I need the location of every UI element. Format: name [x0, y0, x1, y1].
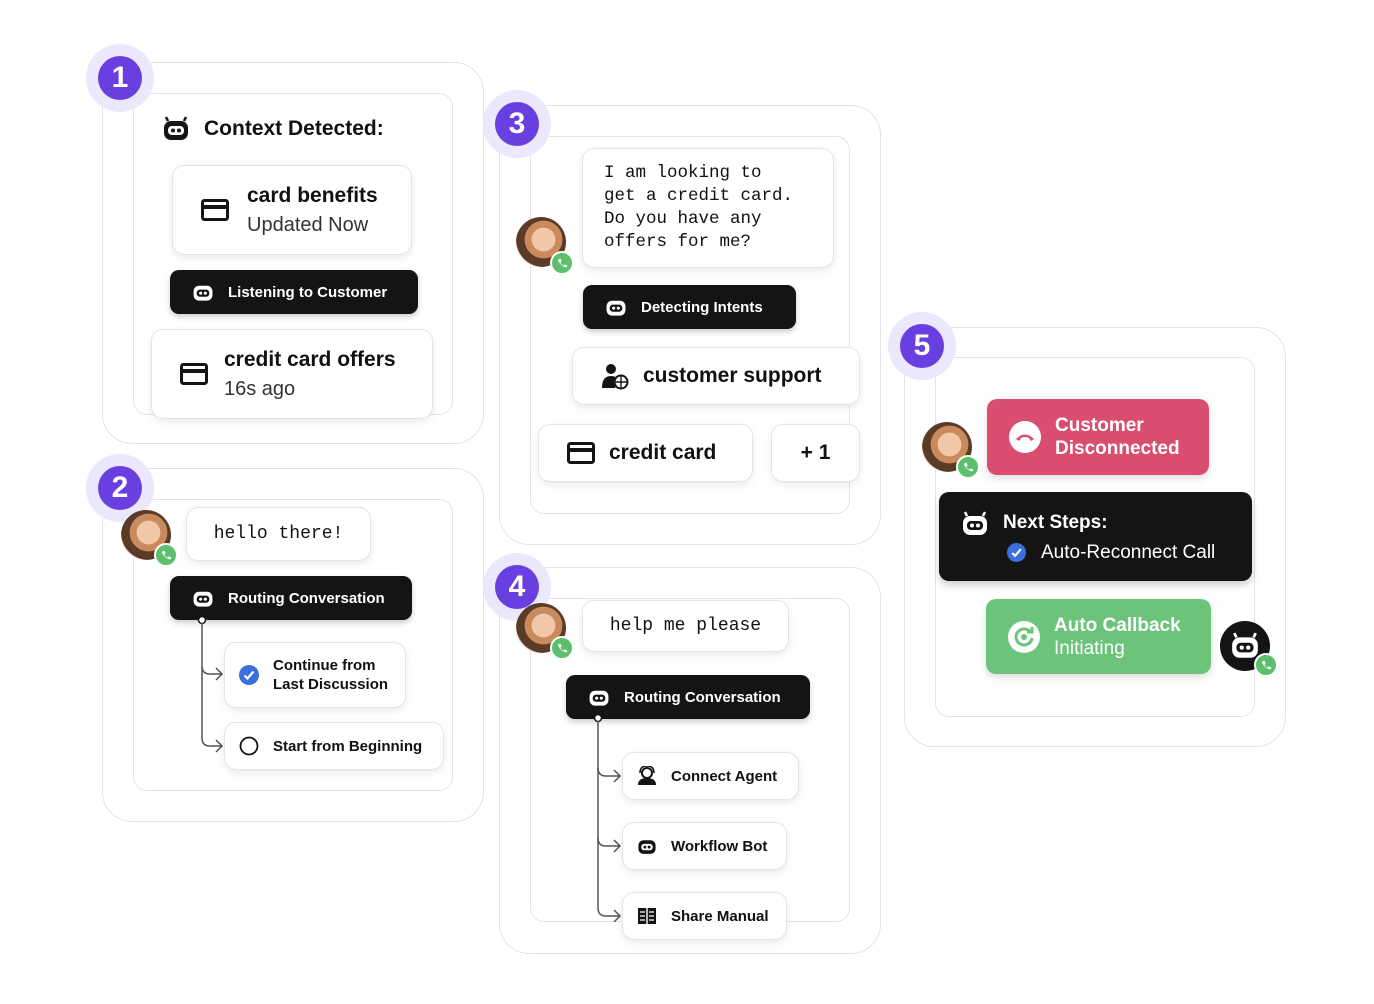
auto-callback-card: Auto Callback Initiating [986, 599, 1211, 674]
card-title: card benefits [247, 184, 378, 208]
route-label: Connect Agent [671, 768, 777, 785]
context-card-card-benefits[interactable]: card benefits Updated Now [172, 165, 412, 255]
route-connect-agent[interactable]: Connect Agent [622, 752, 799, 800]
customer-disconnected-card: Customer Disconnected [987, 399, 1209, 475]
disconnected-line1: Customer [1055, 414, 1180, 437]
bot-icon [605, 296, 627, 318]
option-continue[interactable]: Continue from Last Discussion [224, 642, 406, 708]
routing-connector [586, 712, 626, 922]
intent-customer-support[interactable]: customer support [572, 347, 860, 405]
phone-icon [550, 251, 574, 275]
check-circle-icon [239, 665, 259, 685]
option-start-beginning[interactable]: Start from Beginning [224, 722, 444, 770]
bot-icon [192, 281, 214, 303]
bot-icon [1230, 631, 1260, 661]
phone-icon [1254, 653, 1278, 677]
phone-icon [550, 636, 574, 660]
route-label: Workflow Bot [671, 838, 767, 855]
option-label-line1: Continue from [273, 656, 388, 675]
step-badge-3: 3 [483, 90, 551, 158]
status-label: Routing Conversation [228, 590, 385, 607]
callback-icon [1008, 621, 1040, 653]
bot-icon [588, 686, 610, 708]
status-label: Routing Conversation [624, 689, 781, 706]
status-label: Listening to Customer [228, 284, 387, 301]
status-listening: Listening to Customer [170, 270, 418, 314]
context-card-credit-card-offers[interactable]: credit card offers 16s ago [151, 329, 433, 419]
agent-icon [637, 766, 657, 786]
next-steps-card: Next Steps: Auto-Reconnect Call [939, 492, 1252, 581]
callback-line2: Initiating [1054, 637, 1181, 660]
message-bubble: help me please [582, 600, 789, 652]
intent-label: credit card [609, 441, 716, 465]
context-title: Context Detected: [204, 117, 384, 141]
phone-icon [956, 455, 980, 479]
card-subtitle: 16s ago [224, 378, 396, 401]
bot-icon [162, 115, 190, 143]
bot-icon [637, 836, 657, 856]
route-share-manual[interactable]: Share Manual [622, 892, 787, 940]
next-steps-title: Next Steps: [1003, 512, 1108, 534]
message-text: help me please [610, 616, 761, 636]
callback-line1: Auto Callback [1054, 614, 1181, 637]
route-workflow-bot[interactable]: Workflow Bot [622, 822, 787, 870]
phone-icon [154, 543, 178, 567]
step-badge-1: 1 [86, 44, 154, 112]
option-label: Start from Beginning [273, 738, 422, 755]
bot-icon [192, 587, 214, 609]
option-label-line2: Last Discussion [273, 675, 388, 694]
radio-icon [239, 736, 259, 756]
intent-label: customer support [643, 364, 822, 388]
credit-card-icon [180, 363, 208, 385]
message-line: Do you have any [604, 208, 793, 231]
message-bubble: I am looking to get a credit card. Do yo… [582, 148, 834, 268]
message-text: hello there! [214, 524, 344, 544]
bot-icon [961, 510, 989, 538]
message-line: get a credit card. [604, 185, 793, 208]
manual-icon [637, 907, 657, 925]
more-label: + 1 [801, 441, 831, 465]
credit-card-icon [201, 199, 229, 221]
message-bubble: hello there! [186, 507, 371, 561]
intent-credit-card[interactable]: credit card [538, 424, 753, 482]
next-step-label: Auto-Reconnect Call [1041, 542, 1215, 564]
credit-card-icon [567, 442, 595, 464]
card-subtitle: Updated Now [247, 214, 378, 237]
hangup-icon [1009, 421, 1041, 453]
message-line: I am looking to [604, 162, 793, 185]
step-badge-5: 5 [888, 312, 956, 380]
check-circle-icon [1007, 543, 1026, 562]
status-detecting: Detecting Intents [583, 285, 796, 329]
support-icon [601, 362, 629, 390]
intent-more-button[interactable]: + 1 [771, 424, 860, 482]
status-label: Detecting Intents [641, 299, 763, 316]
route-label: Share Manual [671, 908, 769, 925]
message-line: offers for me? [604, 231, 793, 254]
context-header: Context Detected: [162, 115, 384, 143]
card-title: credit card offers [224, 348, 396, 372]
disconnected-line2: Disconnected [1055, 437, 1180, 460]
